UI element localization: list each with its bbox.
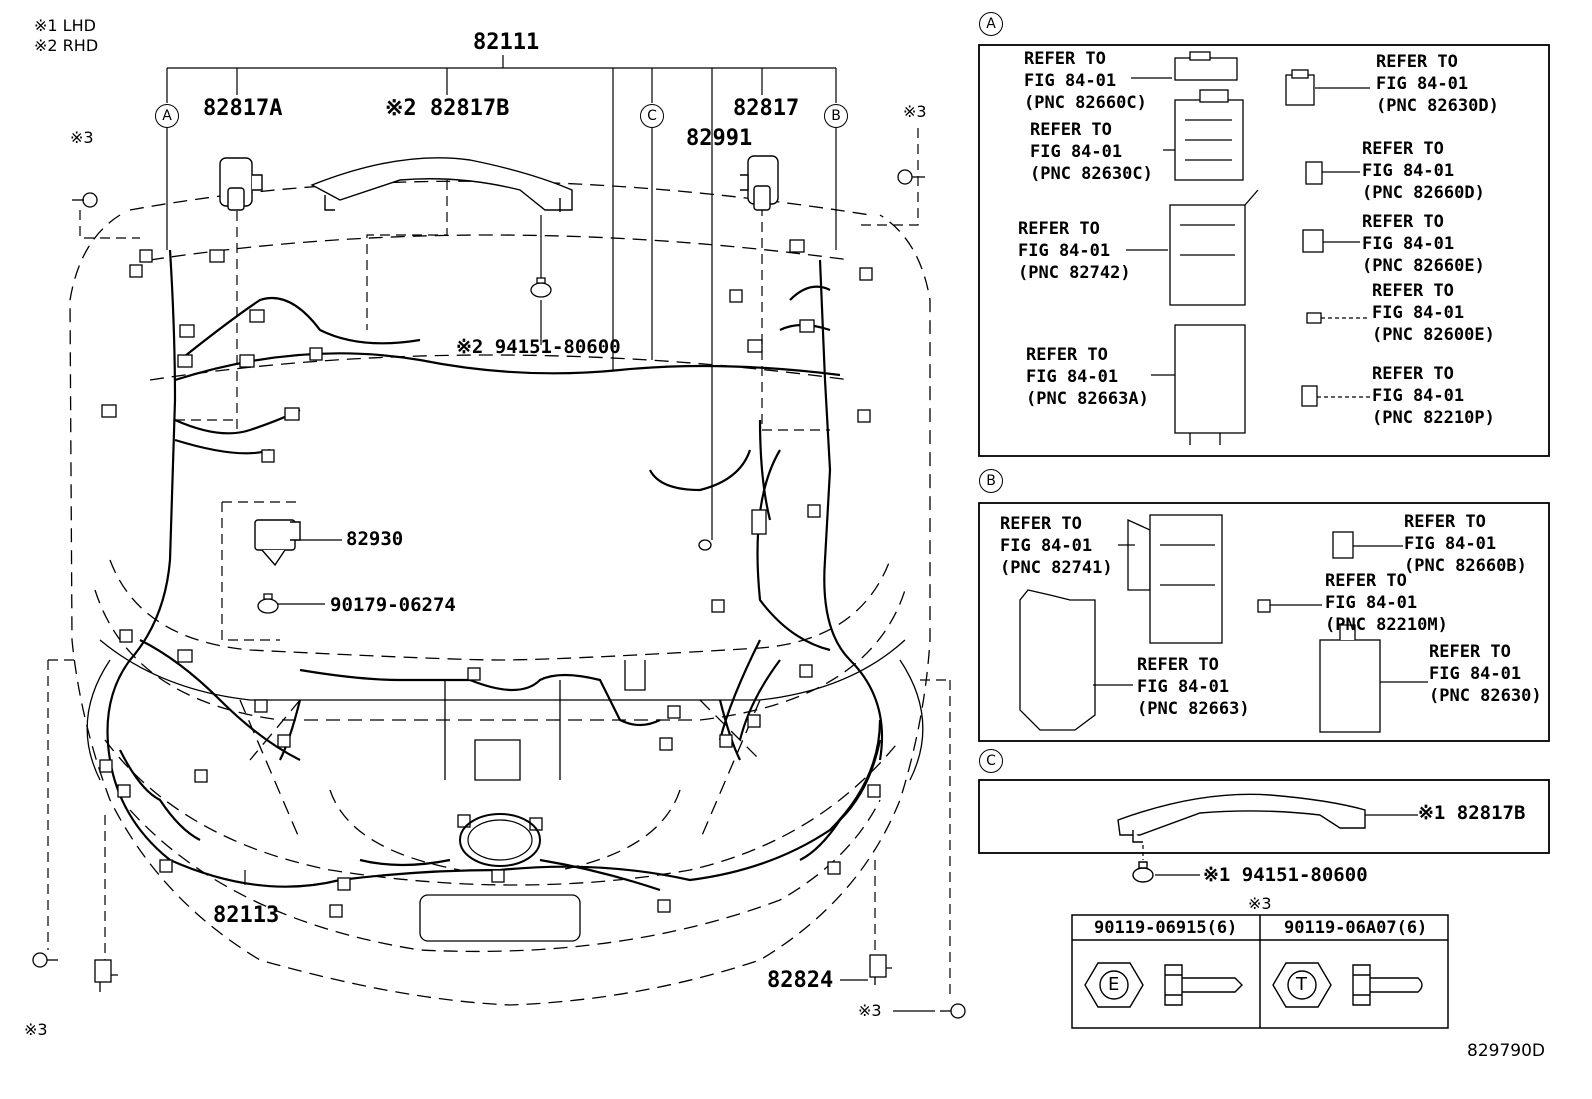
detail-c-82817B[interactable]: ※1 82817B	[1418, 802, 1526, 824]
bolt-col1-header[interactable]: 90119-06915(6)	[1094, 918, 1238, 938]
detail-b-leaders	[1093, 544, 1428, 686]
detail-b-ref-82630[interactable]: REFER TO FIG 84-01 (PNC 82630)	[1429, 642, 1542, 706]
detail-a-ref-82742[interactable]: REFER TO FIG 84-01 (PNC 82742)	[1018, 219, 1131, 283]
detail-a-ref-82210P[interactable]: REFER TO FIG 84-01 (PNC 82210P)	[1372, 364, 1495, 428]
label-90179[interactable]: 90179-06274	[330, 594, 456, 616]
note-rhd: ※2 RHD	[34, 36, 99, 55]
leader-lines	[166, 55, 935, 1012]
bolt-t-letter: T	[1296, 974, 1307, 995]
part-82930-drawing	[254, 519, 301, 567]
label-94151-rhd[interactable]: ※2 94151-80600	[456, 336, 621, 358]
detail-a-ref-82630C[interactable]: REFER TO FIG 84-01 (PNC 82630C)	[1030, 120, 1153, 184]
clip-drawings	[32, 169, 966, 1019]
harness-connectors	[99, 239, 881, 918]
detail-c-94151[interactable]: ※1 94151-80600	[1203, 864, 1368, 886]
detail-b-ref-82660B[interactable]: REFER TO FIG 84-01 (PNC 82660B)	[1404, 512, 1527, 576]
detail-a-parts	[1169, 51, 1324, 445]
callout-b-main[interactable]: B	[824, 104, 848, 128]
detail-a-ref-82660C[interactable]: REFER TO FIG 84-01 (PNC 82660C)	[1024, 49, 1147, 113]
detail-b-frame	[978, 502, 1550, 742]
detail-c-part	[1117, 793, 1366, 883]
label-82817B-rhd[interactable]: ※2 82817B	[385, 96, 510, 121]
part-82817B-drawing	[310, 157, 573, 212]
emblem-ring	[459, 813, 541, 867]
mark3-top-left: ※3	[70, 128, 94, 147]
label-82991[interactable]: 82991	[686, 126, 753, 151]
wire-harness	[106, 249, 884, 892]
detail-a-label: A	[979, 12, 1003, 36]
detail-c-leaders	[1142, 814, 1418, 876]
detail-b-label: B	[979, 469, 1003, 493]
detail-a-ref-82663A[interactable]: REFER TO FIG 84-01 (PNC 82663A)	[1026, 345, 1149, 409]
detail-b-ref-82663[interactable]: REFER TO FIG 84-01 (PNC 82663)	[1137, 655, 1250, 719]
label-82111[interactable]: 82111	[473, 30, 540, 55]
detail-a-leaders	[1126, 77, 1370, 398]
detail-c-frame	[978, 779, 1550, 854]
part-82817-drawing	[740, 155, 779, 211]
label-82930[interactable]: 82930	[346, 528, 404, 550]
mark3-bottom-right: ※3	[858, 1001, 882, 1020]
label-82824[interactable]: 82824	[767, 968, 834, 993]
callout-a-main[interactable]: A	[155, 104, 179, 128]
mark3-top-right: ※3	[903, 102, 927, 121]
bolt-e-letter: E	[1108, 974, 1120, 995]
label-82817A[interactable]: 82817A	[203, 96, 283, 121]
bolt-col2-header[interactable]: 90119-06A07(6)	[1284, 918, 1428, 938]
detail-b-parts	[1019, 514, 1381, 733]
figure-id: 829790D	[1467, 1041, 1545, 1061]
detail-a-ref-82630D[interactable]: REFER TO FIG 84-01 (PNC 82630D)	[1376, 52, 1499, 116]
vehicle-solid-lines	[86, 639, 924, 942]
mark3-bottom-left: ※3	[24, 1020, 48, 1039]
callout-c-main[interactable]: C	[640, 104, 664, 128]
part-82817A-drawing	[219, 157, 263, 211]
bolts-mark: ※3	[1248, 894, 1272, 913]
detail-c-label: C	[979, 749, 1003, 773]
bolt-drawings	[1084, 962, 1423, 1008]
bolt-table	[1071, 914, 1449, 1029]
detail-a-ref-82660D[interactable]: REFER TO FIG 84-01 (PNC 82660D)	[1362, 139, 1485, 203]
note-lhd: ※1 LHD	[34, 16, 96, 35]
label-82817[interactable]: 82817	[733, 96, 800, 121]
detail-a-ref-82600E[interactable]: REFER TO FIG 84-01 (PNC 82600E)	[1372, 281, 1495, 345]
detail-a-ref-82660E[interactable]: REFER TO FIG 84-01 (PNC 82660E)	[1362, 212, 1485, 276]
dashed-leaders	[47, 128, 951, 1000]
detail-a-frame	[978, 44, 1550, 457]
detail-b-ref-82741[interactable]: REFER TO FIG 84-01 (PNC 82741)	[1000, 514, 1113, 578]
label-82113[interactable]: 82113	[213, 903, 280, 928]
detail-b-ref-82210M[interactable]: REFER TO FIG 84-01 (PNC 82210M)	[1325, 571, 1448, 635]
